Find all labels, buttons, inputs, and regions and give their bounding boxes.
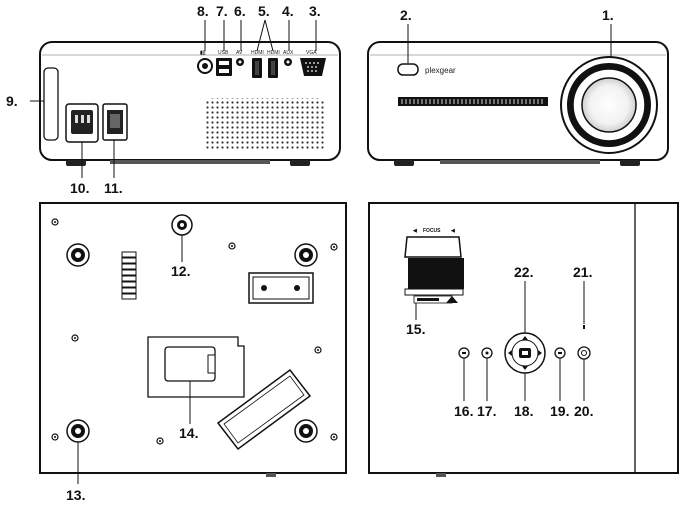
vent-ribs bbox=[121, 251, 137, 300]
callout-22: 22. bbox=[514, 264, 533, 280]
usb-label: USB bbox=[218, 50, 229, 56]
status-led bbox=[583, 325, 585, 329]
callout-10: 10. bbox=[70, 180, 89, 196]
brand-logo: plexgear bbox=[425, 66, 456, 75]
callout-6: 6. bbox=[234, 3, 246, 19]
power-switch bbox=[102, 103, 128, 141]
callout-13: 13. bbox=[66, 487, 85, 503]
vga-port bbox=[300, 58, 326, 76]
tripod-mount bbox=[171, 214, 193, 236]
front-foot-right bbox=[620, 160, 640, 166]
rear-foot-left bbox=[66, 160, 86, 166]
av-label: AV bbox=[236, 50, 243, 56]
control-panel bbox=[458, 325, 591, 374]
callout-14: 14. bbox=[179, 425, 198, 441]
callout-3: 3. bbox=[309, 3, 321, 19]
speaker-grille bbox=[206, 98, 324, 150]
power-button bbox=[577, 346, 591, 360]
svg-text:◀: ◀ bbox=[450, 228, 455, 234]
rubber-foot bbox=[66, 243, 318, 443]
rear-side-strip bbox=[43, 67, 59, 141]
callout-17: 17. bbox=[477, 403, 496, 419]
front-vent bbox=[398, 97, 548, 106]
front-view: plexgear bbox=[367, 41, 669, 166]
rear-foot-right bbox=[290, 160, 310, 166]
callout-20: 20. bbox=[574, 403, 593, 419]
callout-16: 16. bbox=[454, 403, 473, 419]
aux-label: AUX bbox=[283, 50, 294, 56]
port-row: ▮▯ USB AV HDMI HDMI AUX bbox=[197, 50, 326, 78]
rear-view: ▮▯ USB AV HDMI HDMI AUX bbox=[39, 41, 341, 166]
front-foot-left bbox=[394, 160, 414, 166]
callout-12: 12. bbox=[171, 263, 190, 279]
focus-label: FOCUS bbox=[423, 228, 441, 234]
mount-bracket bbox=[248, 272, 314, 304]
callout-9: 9. bbox=[6, 93, 18, 109]
callout-8: 8. bbox=[197, 3, 209, 19]
callout-2: 2. bbox=[400, 7, 412, 23]
ir-receiver bbox=[397, 63, 419, 76]
callout-15: 15. bbox=[406, 321, 425, 337]
bottom-vent bbox=[216, 368, 312, 451]
callout-4: 4. bbox=[282, 3, 294, 19]
svg-text:◀: ◀ bbox=[412, 228, 417, 234]
remote-compartment bbox=[147, 336, 245, 398]
focus-wheel: FOCUS ◀ ◀ bbox=[404, 228, 464, 304]
callout-7: 7. bbox=[216, 3, 228, 19]
callout-numbers: 1. 2. 3. 4. 5. 6. 7. 8. 9. 10. 11. 12. 1… bbox=[6, 3, 614, 503]
hdmi2-label: HDMI bbox=[267, 50, 280, 56]
hdmi1-label: HDMI bbox=[251, 50, 264, 56]
callout-5: 5. bbox=[258, 3, 270, 19]
top-view: FOCUS ◀ ◀ bbox=[368, 202, 679, 477]
callout-1: 1. bbox=[602, 7, 614, 23]
callout-19: 19. bbox=[550, 403, 569, 419]
vga-label: VGA bbox=[306, 50, 317, 56]
callout-21: 21. bbox=[573, 264, 592, 280]
lens bbox=[560, 56, 658, 154]
usb-port bbox=[216, 58, 232, 76]
callout-lines bbox=[30, 19, 612, 484]
callout-11: 11. bbox=[104, 180, 123, 196]
svg-text:▮▯: ▮▯ bbox=[200, 50, 206, 56]
callout-18: 18. bbox=[514, 403, 533, 419]
power-inlet bbox=[65, 103, 99, 143]
bottom-view bbox=[39, 202, 347, 477]
